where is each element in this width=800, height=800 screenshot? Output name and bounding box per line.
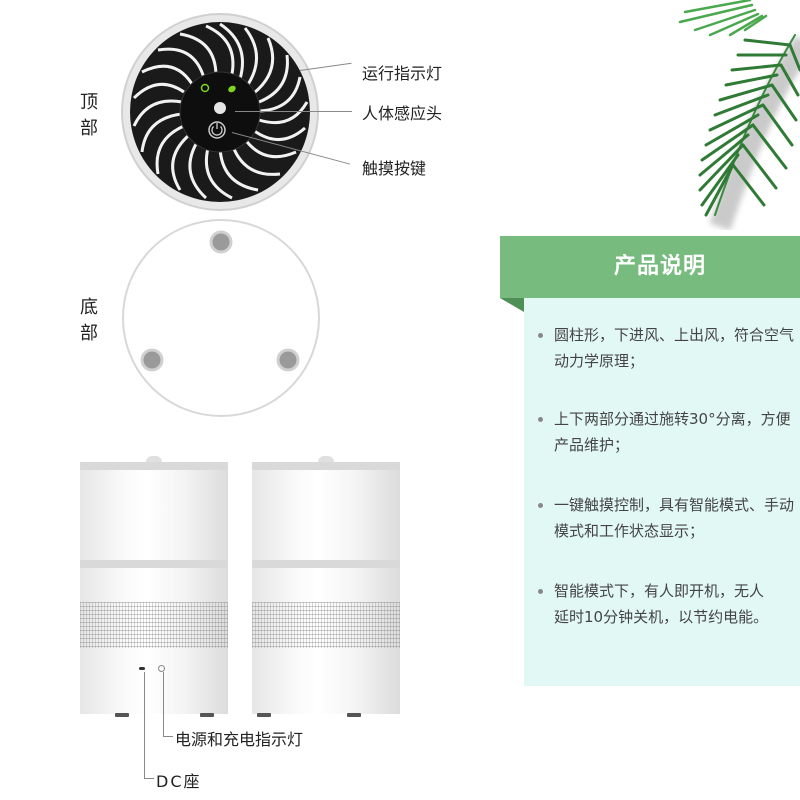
callout-line-power-led <box>163 672 164 736</box>
body-sensor-callout: 人体感应头 <box>362 104 443 123</box>
palm-leaf-icon <box>640 0 800 231</box>
side-view-front <box>80 456 228 717</box>
callout-line-dc <box>144 672 145 778</box>
bullet-dot-icon <box>538 589 543 594</box>
bullet-item: 上下两部分通过施转30°分离，方便产品维护； <box>538 406 799 458</box>
power-charge-indicator-callout: 电源和充电指示灯 <box>175 730 304 749</box>
callout-line-sensor <box>235 111 352 112</box>
product-panel-header: 产品说明 <box>500 236 800 298</box>
product-panel-body: 圆柱形，下进风、上出风，符合空气动力学原理； 上下两部分通过施转30°分离，方便… <box>524 298 800 686</box>
bottom-view-base <box>120 218 322 418</box>
top-view-fan-grille <box>120 12 320 212</box>
dc-port-callout: DC座 <box>156 772 202 791</box>
bullet-dot-icon <box>538 503 543 508</box>
power-indicator-icon <box>158 665 165 672</box>
bullet-dot-icon <box>538 333 543 338</box>
bullet-item: 一键触摸控制，具有智能模式、手动模式和工作状态显示； <box>538 492 799 544</box>
callout-line-power-led-h <box>163 736 173 737</box>
bullet-item: 圆柱形，下进风、上出风，符合空气动力学原理； <box>538 322 799 374</box>
bullet-item: 智能模式下，有人即开机，无人延时10分钟关机，以节约电能。 <box>538 578 769 630</box>
side-view-back <box>252 456 400 717</box>
bottom-label-text: 底部 <box>80 297 98 344</box>
product-panel-title: 产品说明 <box>613 254 706 279</box>
bottom-side-label: 底部 <box>78 295 100 347</box>
top-label-text: 顶部 <box>80 92 98 139</box>
indicator-light-callout: 运行指示灯 <box>362 64 443 83</box>
bullet-dot-icon <box>538 417 543 422</box>
panel-fold-decoration <box>500 298 524 312</box>
touch-button-callout: 触摸按键 <box>362 159 427 178</box>
dc-port-icon <box>139 667 145 670</box>
callout-line-dc-h <box>144 778 154 779</box>
top-side-label: 顶部 <box>78 90 100 142</box>
